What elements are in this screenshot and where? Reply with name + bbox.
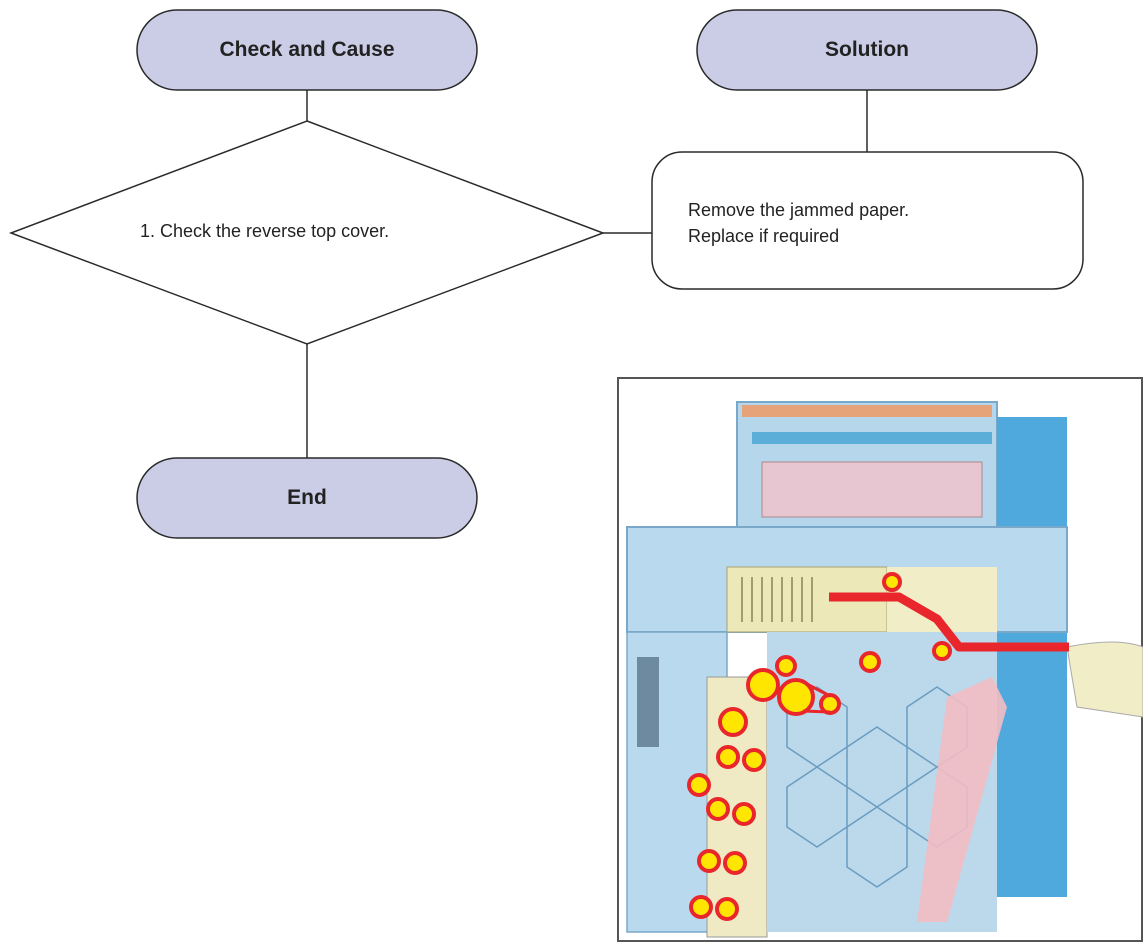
rollers [687,572,952,921]
roller [859,651,881,673]
roller [732,802,756,826]
solution-line-2: Replace if required [688,226,840,246]
check-step-text: 1. Check the reverse top cover. [140,221,390,241]
roller [932,641,952,661]
end-label: End [287,486,327,509]
roller [715,897,739,921]
roller [742,748,766,772]
start-label: Check and Cause [219,38,395,61]
solution-text: Remove the jammed paper. Replace if requ… [688,197,909,249]
roller-belt [802,680,831,698]
roller [882,572,902,592]
roller [687,773,711,797]
roller [746,668,780,702]
roller [689,895,713,919]
roller-belt [802,709,831,714]
check-and-cause-terminal [136,9,478,91]
roller [716,745,740,769]
end-terminal [136,457,478,539]
solution-line-1: Remove the jammed paper. [688,200,910,220]
check-decision-diamond [8,120,606,345]
solution-label: Solution [825,38,909,61]
printer-cross-section-illustration [617,377,1143,942]
roller [706,797,730,821]
roller [697,849,721,873]
paper-path [829,592,1069,652]
solution-terminal [696,9,1038,91]
roller [777,678,815,716]
roller [775,655,797,677]
roller [723,851,747,875]
roller [718,707,748,737]
solution-box [651,151,1084,290]
